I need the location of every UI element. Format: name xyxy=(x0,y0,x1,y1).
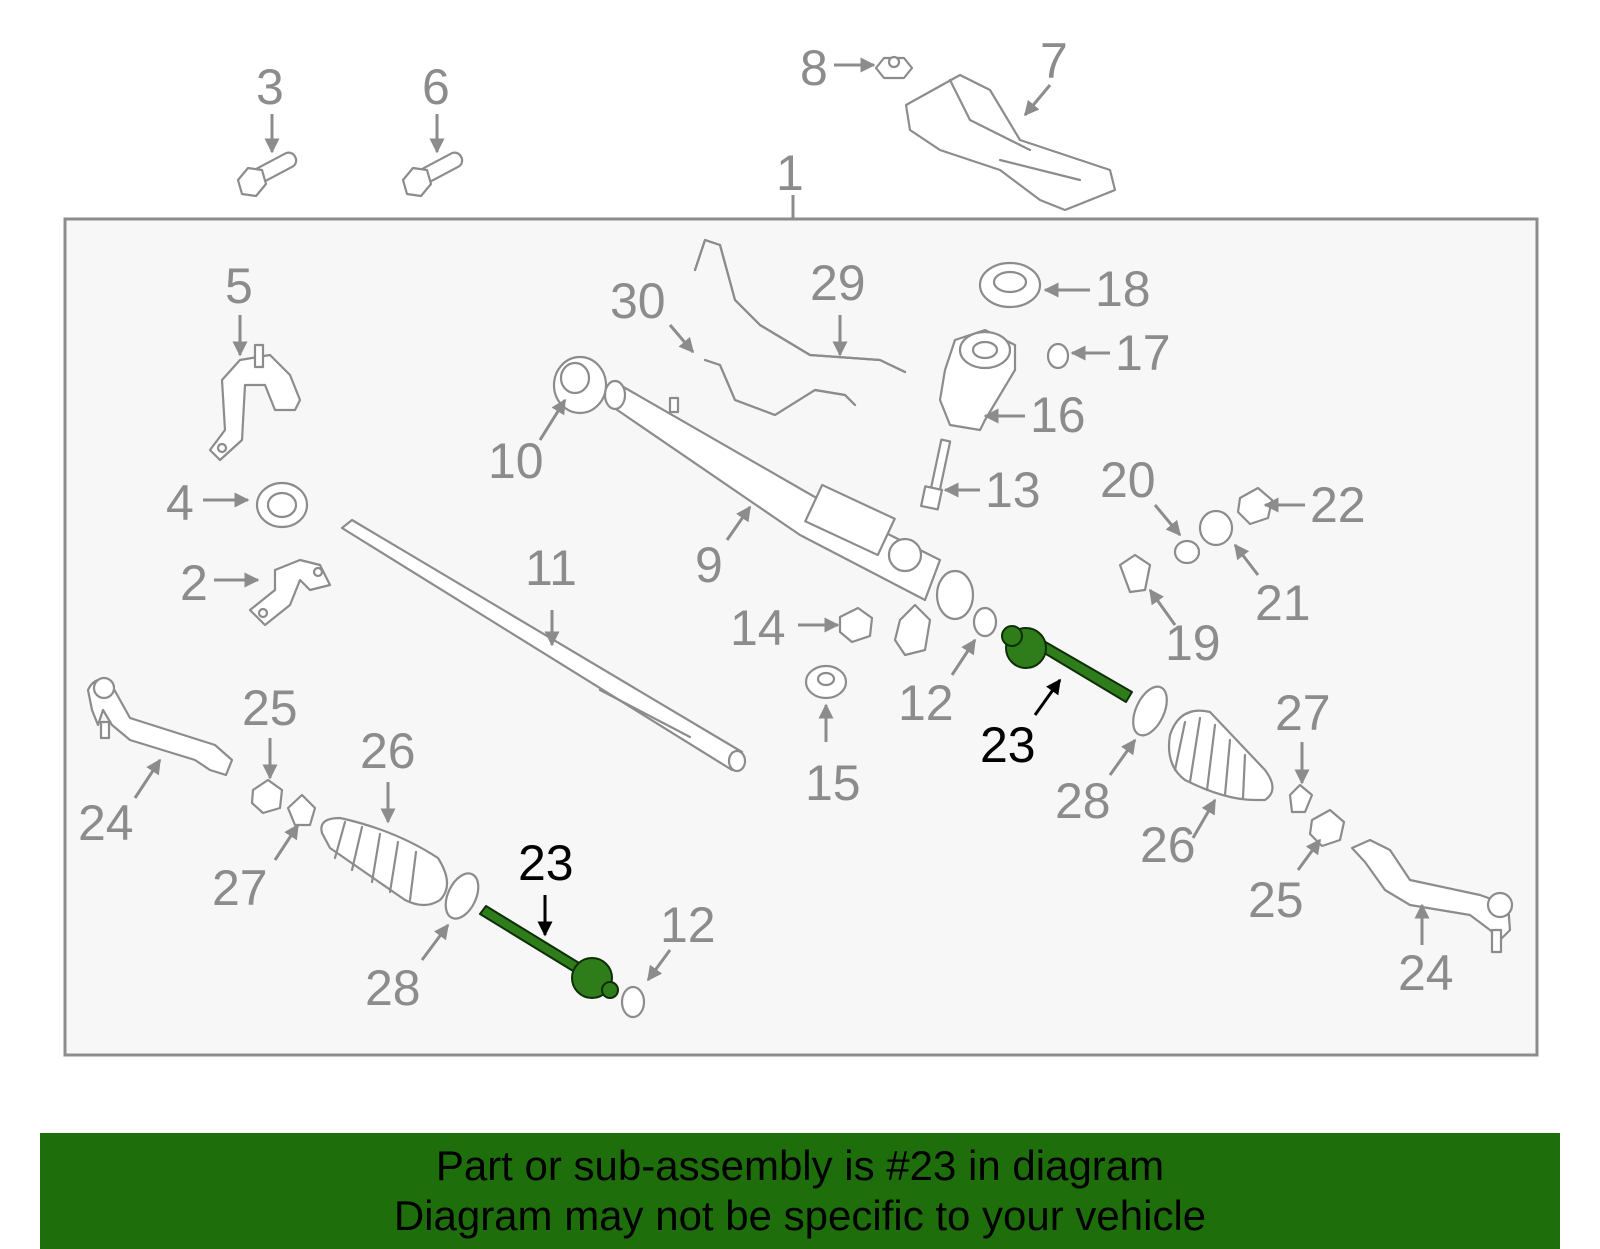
callout-5: 5 xyxy=(225,258,253,314)
banner-line-disclaimer: Diagram may not be specific to your vehi… xyxy=(393,1192,1207,1239)
stud-bolt xyxy=(920,438,952,511)
nut-icon xyxy=(838,606,874,644)
boot-icon xyxy=(1167,709,1274,802)
callout-23-right: 23 xyxy=(980,717,1036,773)
callout-6: 6 xyxy=(422,59,450,115)
callout-21: 21 xyxy=(1255,575,1311,631)
callout-17: 17 xyxy=(1115,325,1171,381)
leader-arrows xyxy=(133,57,1430,982)
callout-12-right: 12 xyxy=(898,675,954,731)
heat-shield xyxy=(904,73,1117,212)
callout-13: 13 xyxy=(985,462,1041,518)
hose-icon xyxy=(703,358,857,417)
callout-2: 2 xyxy=(180,555,208,611)
callout-28-right: 28 xyxy=(1055,773,1111,829)
callout-4: 4 xyxy=(166,475,194,531)
boot-clamp xyxy=(444,872,480,920)
callout-25-right: 25 xyxy=(1248,872,1304,928)
tie-rod-end xyxy=(1350,838,1514,954)
cap xyxy=(1198,509,1234,547)
callout-labels: 1 3 6 8 7 5 4 2 11 10 30 29 9 18 17 16 1… xyxy=(78,33,1454,1016)
nut-icon xyxy=(1118,553,1152,594)
callout-16: 16 xyxy=(1030,387,1086,443)
callout-10: 10 xyxy=(488,433,544,489)
valve-housing xyxy=(938,328,1017,432)
banner-line-part: Part or sub-assembly is #23 in diagram xyxy=(435,1142,1165,1189)
callout-3: 3 xyxy=(256,59,284,115)
tie-rod-icon xyxy=(1001,625,1133,703)
bolt-icon xyxy=(236,151,298,198)
callout-11: 11 xyxy=(525,540,577,596)
callout-22: 22 xyxy=(1310,477,1366,533)
callout-15: 15 xyxy=(805,755,861,811)
plug xyxy=(1173,539,1201,565)
boot-icon xyxy=(320,816,449,907)
nut-icon xyxy=(250,778,284,815)
tie-rod-end xyxy=(86,676,234,777)
callout-20: 20 xyxy=(1100,452,1156,508)
steering-gear-housing xyxy=(603,379,975,657)
callout-7: 7 xyxy=(1040,33,1068,89)
callout-26-right: 26 xyxy=(1140,817,1196,873)
callout-23-left: 23 xyxy=(518,835,574,891)
rubber-bushing xyxy=(255,481,309,529)
nut-icon xyxy=(1308,808,1346,848)
assembly-frame xyxy=(63,217,1539,1057)
callout-1: 1 xyxy=(776,145,804,201)
clamp-bracket xyxy=(248,558,332,627)
hose-icon xyxy=(693,238,907,374)
callout-14: 14 xyxy=(730,600,786,656)
bushing xyxy=(804,664,848,700)
callout-26-left: 26 xyxy=(360,723,416,779)
callout-9: 9 xyxy=(695,537,723,593)
callout-24-left: 24 xyxy=(78,795,134,851)
boot-clamp xyxy=(1132,685,1168,737)
callout-8: 8 xyxy=(800,40,828,96)
rack-bar xyxy=(340,518,747,773)
callout-12-left: 12 xyxy=(660,897,716,953)
dust-seal xyxy=(1288,783,1314,814)
info-banner: Part or sub-assembly is #23 in diagram D… xyxy=(40,1133,1560,1249)
tie-rod-icon xyxy=(479,905,619,999)
mounting-bracket xyxy=(208,343,302,462)
dust-cap xyxy=(1046,342,1070,370)
callout-27-right: 27 xyxy=(1275,685,1331,741)
callout-27-left: 27 xyxy=(212,860,268,916)
callout-19: 19 xyxy=(1165,615,1221,671)
nut-icon xyxy=(874,55,914,80)
callout-18: 18 xyxy=(1095,261,1151,317)
callout-30: 30 xyxy=(610,273,666,329)
bolt-icon xyxy=(401,151,464,198)
dust-seal xyxy=(286,793,317,827)
nut-icon xyxy=(1236,486,1274,526)
bushing xyxy=(552,355,608,415)
callout-24-right: 24 xyxy=(1398,945,1454,1001)
seal-ring xyxy=(978,261,1042,309)
callout-25-left: 25 xyxy=(242,680,298,736)
callout-28-left: 28 xyxy=(365,960,421,1016)
callout-29: 29 xyxy=(810,255,866,311)
o-ring xyxy=(620,985,646,1019)
o-ring xyxy=(972,606,998,638)
